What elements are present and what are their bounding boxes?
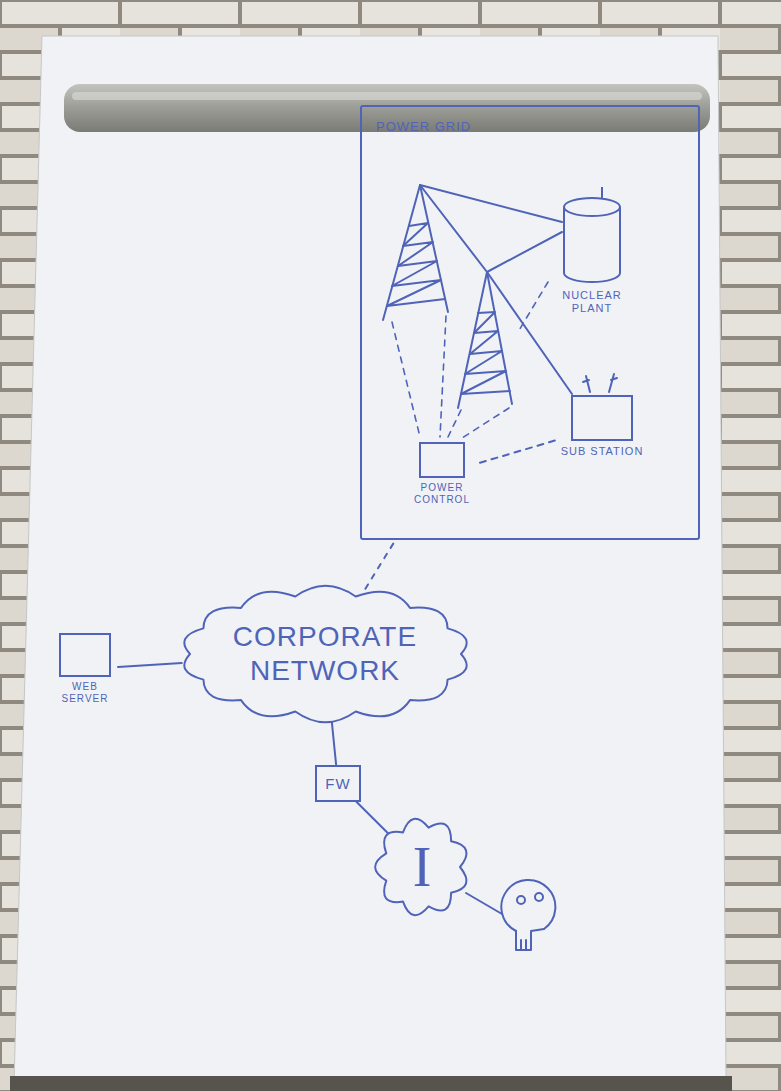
tower-lattice [387, 223, 445, 306]
attacker-link [466, 893, 502, 914]
network-link [480, 440, 556, 463]
network-link [357, 802, 388, 833]
box-label: FW [325, 775, 350, 793]
network-link [118, 663, 182, 667]
cylinder-outline [552, 185, 632, 285]
skull-head [501, 880, 555, 931]
network-link [332, 722, 336, 765]
node-caption: NUCLEAR PLANT [552, 289, 632, 315]
tower-lattice [461, 312, 510, 394]
cloud-shape [375, 819, 466, 915]
paper-sheet [14, 36, 726, 1084]
firewall-box: FW [315, 765, 361, 802]
network-link [365, 540, 395, 589]
tower-legs [458, 272, 512, 408]
network-cloud: CORPORATE NETWORK [178, 583, 473, 725]
bar-highlight [72, 92, 702, 100]
antenna-symbol [583, 374, 617, 392]
node-caption: POWER CONTROL [412, 482, 472, 506]
power-line [420, 185, 572, 394]
board-tray [10, 1076, 732, 1091]
control-box: POWER CONTROL [404, 442, 480, 506]
skull-jaw [516, 929, 544, 950]
plant-cylinder: NUCLEAR PLANT [547, 185, 637, 315]
cloud-label: I [413, 839, 432, 895]
cloud-shape [184, 586, 466, 723]
box-outline [419, 442, 465, 478]
control-link [392, 282, 548, 438]
node-caption: SUB STATION [556, 445, 648, 458]
box-outline [59, 633, 111, 677]
substation-box: SUB STATION [556, 395, 648, 458]
plant-shape [564, 187, 620, 282]
box-outline [571, 395, 633, 441]
server-box: WEB SERVER [52, 633, 118, 705]
internet-cloud: I [372, 815, 472, 919]
skull-eye [535, 893, 543, 901]
tower-legs [383, 185, 448, 320]
cloud-outline [178, 583, 473, 725]
cloud-label: CORPORATE NETWORK [225, 620, 425, 687]
node-caption: WEB SERVER [58, 681, 112, 705]
region-frame: POWER GRID NUCLEAR PLANT SUB STATION POWER … [360, 105, 700, 540]
skull-eye [517, 896, 525, 904]
region-title: POWER GRID [376, 119, 471, 135]
